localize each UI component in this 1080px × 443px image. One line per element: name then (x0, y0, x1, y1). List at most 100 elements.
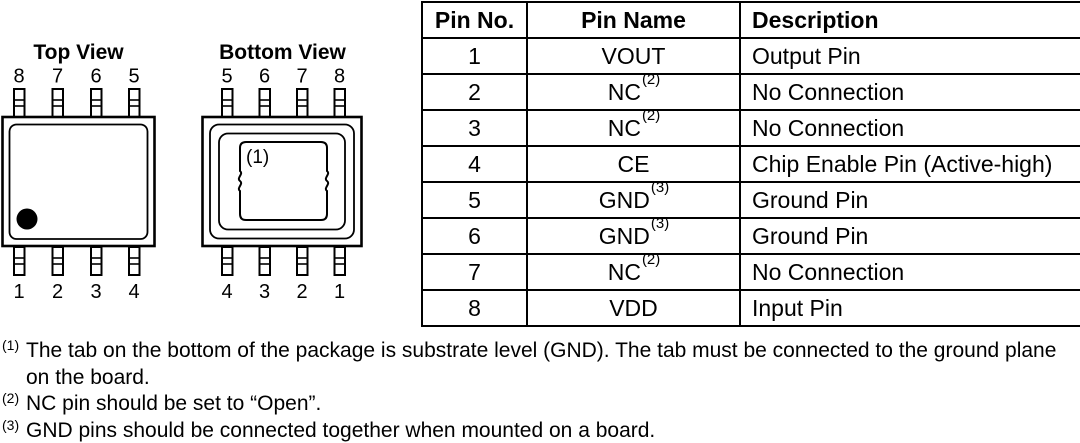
bottom-view-diagram: 5 6 7 8 (1) 4 3 2 1 (201, 66, 363, 303)
footnote-ref: (2) (2, 390, 20, 406)
pin-description-cell: No Connection (739, 73, 1080, 111)
substrate-tab (237, 141, 330, 221)
pin-table-row: 6 GND(3) Ground Pin (421, 217, 1080, 255)
pin-description-cell: Ground Pin (739, 181, 1080, 219)
pin-lead (128, 246, 141, 276)
footnote-text: NC pin should be set to “Open”. (26, 392, 322, 415)
pin-lead (296, 246, 309, 276)
pin-name: NC (607, 258, 641, 285)
pin-table-row: 7 NC(2) No Connection (421, 253, 1080, 291)
pin-number: 1 (334, 281, 345, 303)
pin1-indicator-dot (16, 208, 38, 230)
pin-lead (13, 246, 26, 276)
pin-number: 2 (296, 281, 307, 303)
pin-table-header-row: Pin No. Pin Name Description (421, 1, 1080, 39)
package-body-inner-outline (8, 123, 149, 240)
pin-number: 4 (221, 281, 232, 303)
pin-description-cell: Chip Enable Pin (Active-high) (739, 145, 1080, 183)
pin-lead (221, 246, 234, 276)
pin-no-cell: 4 (421, 145, 528, 183)
pin-name: GND (598, 186, 650, 213)
pin-table-row: 4 CE Chip Enable Pin (Active-high) (421, 145, 1080, 183)
pin-name-footnote-ref: (3) (650, 218, 670, 232)
top-view-title: Top View (33, 41, 124, 64)
header-pin-name: Pin Name (526, 1, 741, 39)
pin-name: GND (598, 222, 650, 249)
pin-lead (90, 246, 103, 276)
footnote-text: GND pins should be connected together wh… (26, 419, 656, 442)
pin-number: 8 (334, 66, 345, 88)
package-body-inner-outline (209, 123, 355, 240)
pin-description-cell: Ground Pin (739, 217, 1080, 255)
pin-number: 1 (13, 281, 24, 303)
pin-number: 5 (128, 66, 139, 88)
pin-number: 7 (296, 66, 307, 88)
tab-note-reference: (1) (246, 147, 269, 168)
pin-description-cell: Input Pin (739, 289, 1080, 327)
package-body-second-outline (218, 132, 346, 231)
footnote-2: (2) NC pin should be set to “Open”. (2, 390, 322, 418)
pin-lead (128, 88, 141, 118)
pin-no-cell: 7 (421, 253, 528, 291)
pin-no-cell: 6 (421, 217, 528, 255)
footnote-ref: (1) (2, 337, 20, 353)
pin-lead (333, 246, 346, 276)
pin-no-cell: 2 (421, 73, 528, 111)
pin-name-footnote-ref: (2) (641, 254, 661, 268)
pin-name-cell: VOUT (526, 37, 741, 75)
pin-number: 3 (259, 281, 270, 303)
pin-description-cell: Output Pin (739, 37, 1080, 75)
pin-name-cell: NC(2) (526, 253, 741, 291)
pin-name: CE (617, 150, 650, 177)
pin-no-cell: 1 (421, 37, 528, 75)
bottom-view-title: Bottom View (219, 41, 346, 64)
pin-number: 8 (13, 66, 24, 88)
pin-number: 7 (52, 66, 63, 88)
pin-lead (258, 88, 271, 118)
pin-name-cell: CE (526, 145, 741, 183)
pin-no-cell: 8 (421, 289, 528, 327)
pin-name: NC (607, 114, 641, 141)
pin-description-cell: No Connection (739, 253, 1080, 291)
footnote-3: (3) GND pins should be connected together… (2, 417, 656, 443)
pin-name-cell: NC(2) (526, 109, 741, 147)
footnote-1: (1) The tab on the bottom of the package … (2, 337, 1070, 391)
pin-name-footnote-ref: (2) (641, 74, 661, 88)
pin-lead (51, 88, 64, 118)
pin-name-cell: NC(2) (526, 73, 741, 111)
header-pin-no: Pin No. (421, 1, 528, 39)
pin-table-row: 3 NC(2) No Connection (421, 109, 1080, 147)
pin-name: VOUT (601, 42, 666, 69)
pin-name-cell: VDD (526, 289, 741, 327)
pin-table-row: 5 GND(3) Ground Pin (421, 181, 1080, 219)
footnote-text: The tab on the bottom of the package is … (26, 339, 1057, 389)
pin-no-cell: 5 (421, 181, 528, 219)
pin-table: Pin No. Pin Name Description 1 VOUT Outp… (421, 1, 1080, 327)
pin-name: NC (607, 78, 641, 105)
pin-name-footnote-ref: (2) (641, 110, 661, 124)
pin-table-row: 1 VOUT Output Pin (421, 37, 1080, 75)
pin-description-cell: No Connection (739, 109, 1080, 147)
pin-lead (90, 88, 103, 118)
pin-name-cell: GND(3) (526, 181, 741, 219)
pin-name-footnote-ref: (3) (650, 182, 670, 196)
header-description: Description (739, 1, 1080, 39)
pin-lead (13, 88, 26, 118)
pin-number: 3 (90, 281, 101, 303)
pin-lead (296, 88, 309, 118)
pin-name: VDD (609, 294, 658, 321)
pin-name-cell: GND(3) (526, 217, 741, 255)
pin-lead (333, 88, 346, 118)
pin-number: 6 (259, 66, 270, 88)
top-view-diagram: 8 7 6 5 1 2 3 4 (1, 66, 156, 303)
pin-table-row: 2 NC(2) No Connection (421, 73, 1080, 111)
package-body (201, 115, 363, 248)
footnote-ref: (3) (2, 417, 20, 433)
pin-number: 4 (128, 281, 139, 303)
pin-lead (51, 246, 64, 276)
pin-number: 2 (52, 281, 63, 303)
pin-lead (221, 88, 234, 118)
pin-number: 5 (221, 66, 232, 88)
pin-lead (258, 246, 271, 276)
